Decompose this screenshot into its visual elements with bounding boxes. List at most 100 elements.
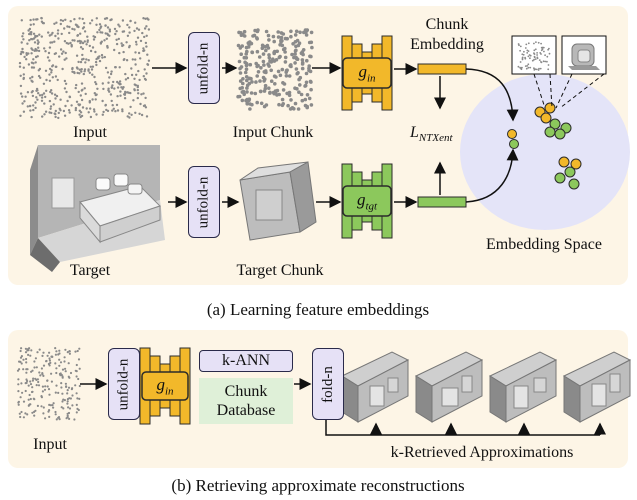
point <box>62 398 65 401</box>
point <box>61 392 64 395</box>
input-point-cloud <box>18 16 151 120</box>
point <box>66 351 69 354</box>
fold-box: fold-n <box>312 348 344 420</box>
point <box>62 109 66 113</box>
point <box>67 109 71 112</box>
point <box>300 58 305 62</box>
point <box>80 98 84 102</box>
point <box>104 24 107 27</box>
point <box>19 74 22 78</box>
point <box>51 404 54 407</box>
point <box>147 18 150 21</box>
point <box>19 114 22 118</box>
point <box>25 371 28 374</box>
g-tgt-label: gtgt <box>356 190 378 213</box>
point <box>93 75 96 79</box>
point <box>548 52 551 55</box>
point <box>37 380 40 384</box>
point <box>134 51 137 54</box>
point <box>239 33 244 37</box>
point <box>56 78 59 82</box>
point <box>59 48 63 51</box>
point <box>238 79 243 83</box>
point <box>244 67 249 71</box>
point <box>91 98 94 101</box>
point <box>34 47 37 51</box>
point <box>275 49 280 54</box>
point <box>103 39 106 42</box>
point <box>38 371 41 374</box>
point <box>44 110 48 113</box>
point <box>77 377 80 381</box>
point <box>116 86 120 89</box>
point <box>128 31 131 34</box>
point <box>134 63 137 66</box>
point <box>61 400 64 403</box>
point <box>130 113 133 117</box>
point <box>31 379 34 382</box>
point <box>63 356 66 359</box>
point <box>310 45 314 50</box>
point <box>74 350 77 353</box>
point <box>19 349 22 353</box>
point <box>74 369 77 372</box>
point <box>22 110 26 113</box>
point <box>144 96 147 100</box>
point <box>533 42 535 45</box>
point <box>25 378 28 381</box>
point <box>36 34 39 38</box>
point <box>25 58 28 61</box>
point <box>47 410 50 413</box>
point <box>93 35 97 39</box>
point <box>31 411 34 414</box>
point <box>49 107 52 111</box>
point <box>35 96 38 99</box>
point <box>36 55 39 58</box>
point <box>248 107 252 111</box>
point <box>88 71 92 75</box>
point <box>114 110 117 113</box>
point <box>18 360 21 363</box>
point <box>77 408 80 412</box>
point <box>519 45 522 48</box>
point <box>30 91 33 94</box>
point <box>48 393 51 396</box>
point <box>147 59 151 62</box>
point <box>84 61 87 64</box>
point <box>283 50 287 54</box>
point <box>42 364 46 367</box>
point <box>88 101 92 104</box>
point <box>263 83 268 88</box>
point <box>236 94 240 99</box>
point <box>28 347 31 350</box>
k-ann-box: k-ANN <box>199 350 293 372</box>
point <box>37 74 41 78</box>
point <box>105 17 108 20</box>
point <box>25 361 28 364</box>
point <box>271 34 276 39</box>
point <box>30 370 33 373</box>
point <box>89 65 93 69</box>
point <box>47 31 50 34</box>
input-point-cloud-b <box>16 347 81 421</box>
point <box>140 93 143 96</box>
point <box>78 347 81 350</box>
point <box>111 104 114 107</box>
point <box>59 22 62 26</box>
point <box>63 114 67 117</box>
input-chunk-label: Input Chunk <box>232 124 314 141</box>
point <box>118 51 121 55</box>
point <box>46 56 50 59</box>
point <box>106 71 110 74</box>
point <box>30 79 33 83</box>
point <box>59 374 62 377</box>
point <box>74 384 77 387</box>
point <box>303 97 308 102</box>
point <box>277 55 282 60</box>
point <box>273 82 277 86</box>
point <box>54 362 57 365</box>
point <box>58 418 61 421</box>
g-in-label-a: gin <box>358 62 376 85</box>
point <box>524 47 527 49</box>
point <box>96 87 99 91</box>
